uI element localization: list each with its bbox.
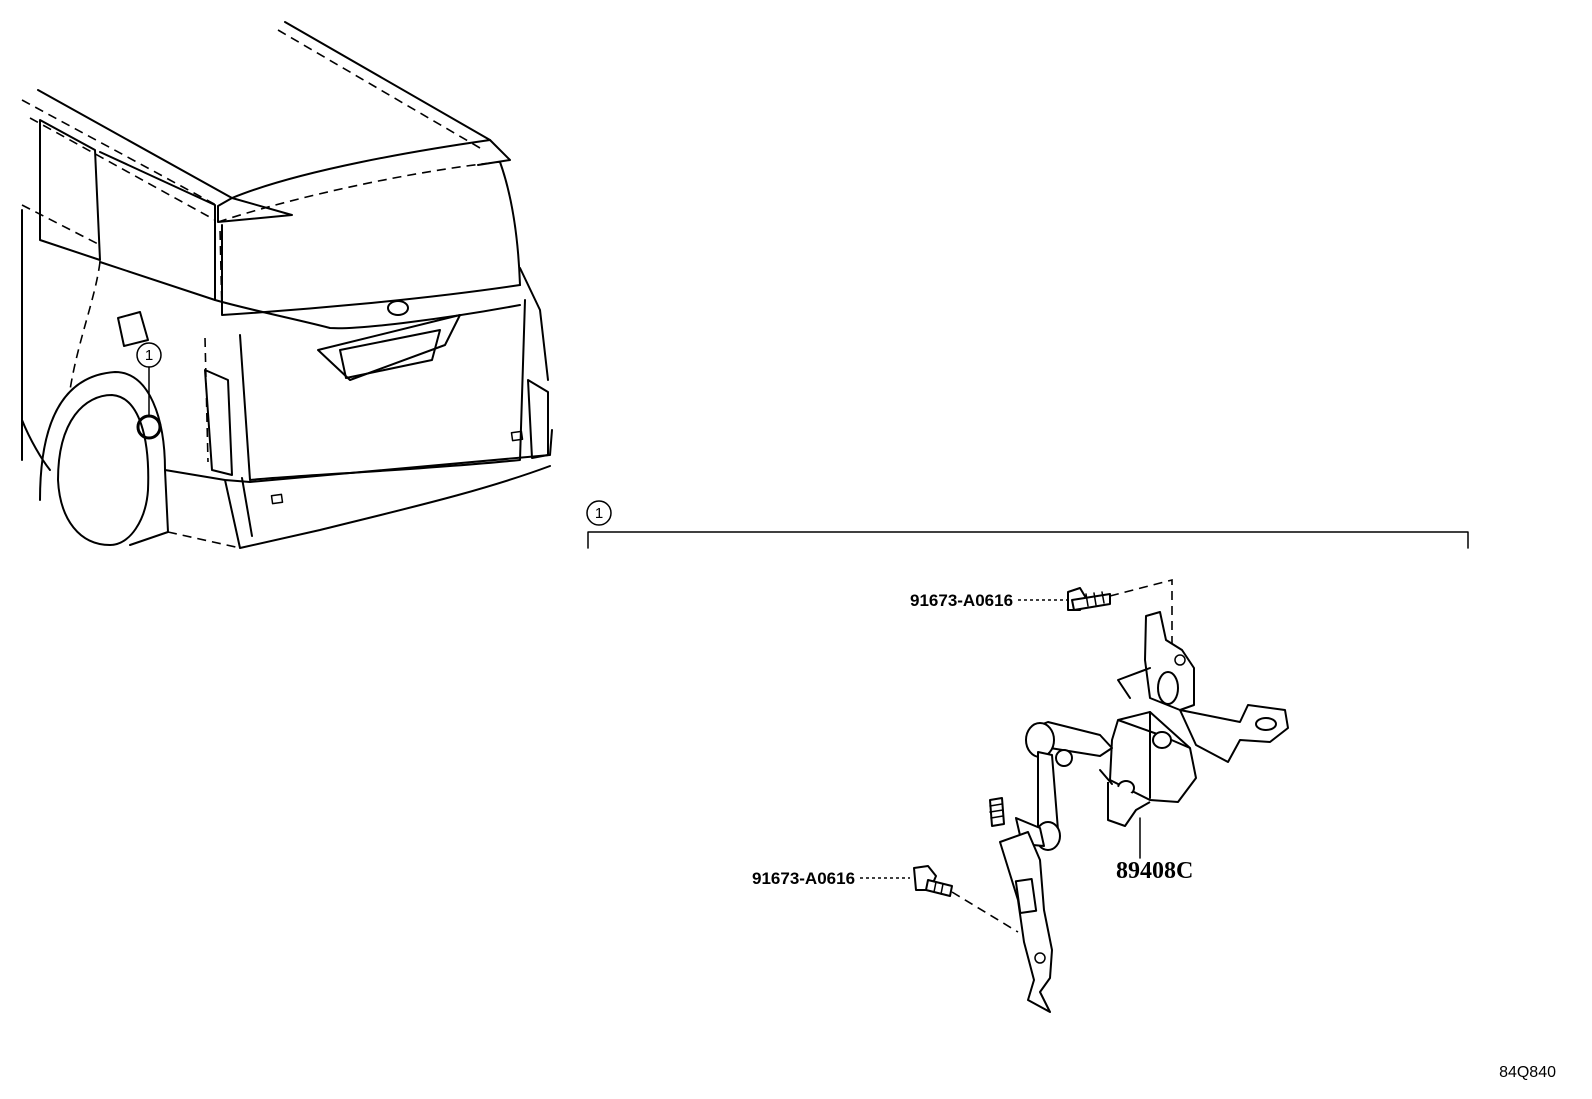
lower-bolt-group: 91673-A0616 [752, 865, 1019, 933]
upper-bolt-group: 91673-A0616 [910, 578, 1173, 660]
sensor-assembly-part-number: 89408C [1116, 858, 1193, 884]
vehicle-rear-illustration: 1 [21, 21, 553, 549]
vehicle-callout-number: 1 [145, 347, 153, 364]
upper-bolt-part-number: 91673-A0616 [910, 591, 1013, 610]
assembly-callout-number: 1 [595, 505, 603, 522]
diagram-code: 84Q840 [1499, 1064, 1556, 1081]
assembly-bracket: 1 [586, 500, 1469, 549]
height-sensor-assembly: 89408C [989, 611, 1289, 1013]
lower-bolt-part-number: 91673-A0616 [752, 869, 855, 888]
